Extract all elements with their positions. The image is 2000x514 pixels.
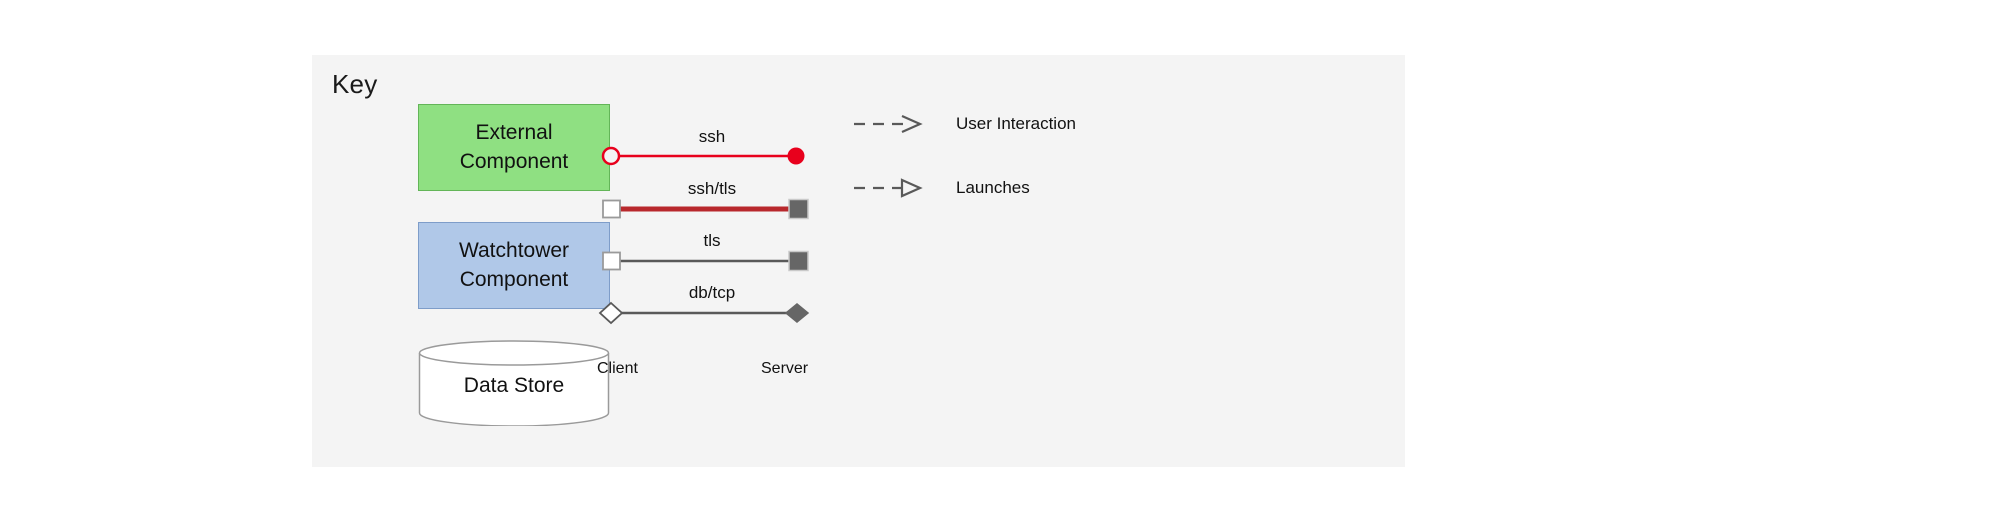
data-store-label: Data Store — [463, 374, 565, 397]
filled-square-marker — [788, 198, 809, 220]
key-title: Key — [332, 69, 378, 99]
endpoint-label-client: Client — [597, 360, 638, 377]
connector-label-db-tcp: db/tcp — [688, 283, 736, 302]
endpoint-label-server: Server — [761, 360, 809, 377]
filled-square-marker — [788, 250, 809, 272]
key-legend-panel: Key External Component Watchtower Compon… — [312, 55, 1405, 467]
connector-label-ssh: ssh — [698, 127, 726, 146]
connector-line-ssh-tls — [602, 198, 809, 220]
connector-label-ssh-tls: ssh/tls — [687, 179, 737, 198]
arrow-row-launches: Launches — [852, 173, 1182, 203]
dashed-hollow-triangle-arrow-icon — [854, 178, 923, 198]
legend-shape-watchtower-component: Watchtower Component — [418, 222, 610, 309]
arrow-row-user-interaction: User Interaction — [852, 109, 1182, 139]
connector-line-db-tcp — [598, 301, 810, 325]
connector-row-ssh-tls: ssh/tls — [597, 179, 827, 225]
filled-circle-marker — [787, 147, 805, 165]
arrow-legend-group: User Interaction Launches — [852, 99, 1182, 239]
connector-label-tls: tls — [703, 231, 721, 250]
dashed-open-arrow-icon — [854, 114, 923, 134]
open-diamond-marker — [598, 301, 624, 325]
connector-endpoint-labels: Client Server — [597, 360, 827, 384]
external-component-line-2: Component — [459, 149, 569, 173]
connector-line-ssh — [601, 146, 805, 166]
connector-row-ssh: ssh — [597, 127, 827, 173]
cylinder-icon — [418, 340, 610, 426]
connector-legend-group: ssh ssh/tls tls — [597, 95, 827, 355]
arrow-label-launches: Launches — [956, 178, 1030, 197]
open-circle-marker — [601, 146, 621, 166]
open-square-marker — [602, 251, 621, 271]
watchtower-component-line-1: Watchtower — [458, 239, 570, 263]
legend-shape-external-component: External Component — [418, 104, 610, 191]
connector-row-db-tcp: db/tcp — [597, 283, 827, 329]
connector-line-tls — [602, 250, 809, 272]
connector-row-tls: tls — [597, 231, 827, 277]
legend-shape-data-store: Data Store — [418, 340, 610, 426]
open-square-marker — [602, 199, 621, 219]
external-component-line-1: External — [475, 121, 553, 145]
filled-diamond-marker — [784, 303, 810, 323]
watchtower-component-line-2: Component — [459, 267, 569, 291]
arrow-label-user-interaction: User Interaction — [956, 114, 1076, 133]
